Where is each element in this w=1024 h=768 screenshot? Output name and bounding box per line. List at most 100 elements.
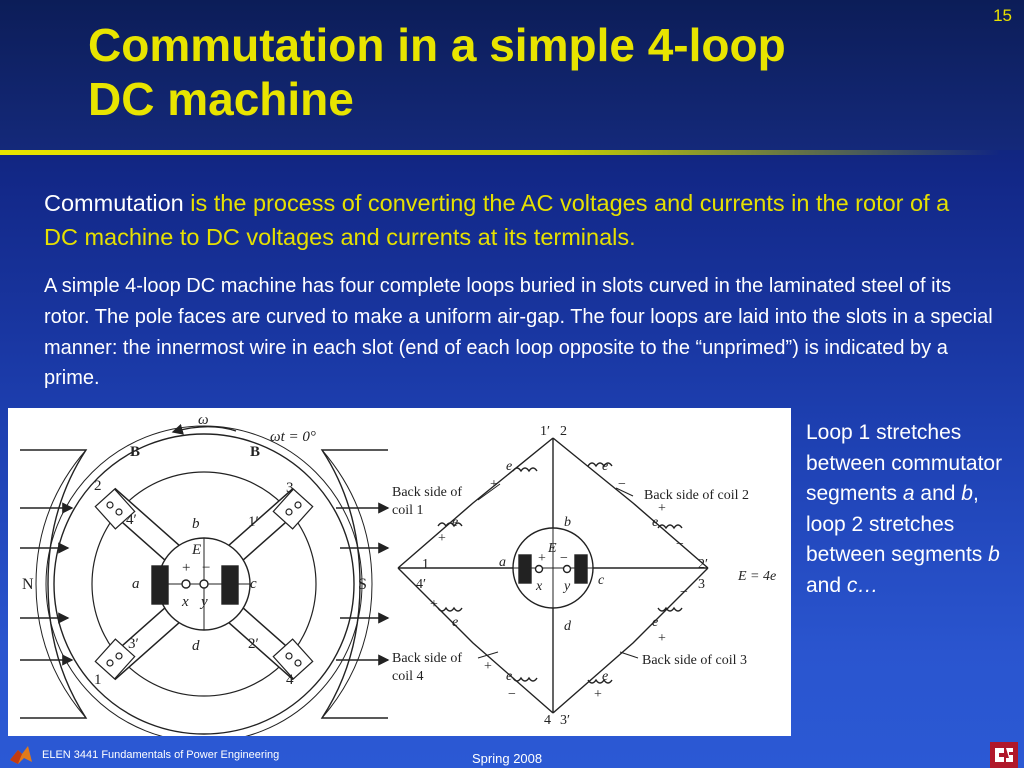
c-plus-5: + — [430, 597, 438, 612]
coil-wind-8 — [587, 678, 613, 684]
coil-wind-3 — [657, 524, 683, 530]
stator-outer-ring — [45, 425, 363, 736]
label-seg-a: a — [132, 576, 140, 592]
c-label-y: y — [562, 579, 571, 594]
label-x: x — [181, 594, 189, 610]
rotation-arrow — [171, 423, 237, 435]
header-band — [0, 0, 1024, 150]
terminal-x — [181, 579, 191, 589]
c-e-8: e — [602, 669, 608, 684]
c-plus-4: + — [658, 501, 666, 516]
circuit-brush-right — [574, 554, 588, 584]
matlab-logo-icon — [10, 746, 32, 764]
c-label-coil2: Back side of coil 2 — [644, 488, 749, 503]
label-B-right: B — [250, 444, 260, 460]
coil-wind-6 — [437, 606, 463, 612]
coil-wind-4 — [437, 522, 463, 528]
c-plus-6: + — [658, 631, 666, 646]
c-label-E-eq: E = 4e — [737, 569, 776, 584]
c-label-right-2p: 2′ — [698, 557, 708, 572]
c-e-2: e — [602, 459, 608, 474]
definition-paragraph: Commutation is the process of converting… — [44, 186, 984, 254]
footer: ELEN 3441 Fundamentals of Power Engineer… — [0, 740, 1024, 768]
coil-wind-1 — [512, 467, 538, 473]
c-label-minus-center: − — [560, 551, 568, 566]
label-slot-1p: 1′ — [248, 514, 259, 530]
c-label-coil1-l2: coil 1 — [392, 503, 424, 518]
terminal-y — [199, 579, 209, 589]
c-plus-1: + — [490, 477, 498, 492]
pole-face-left — [20, 449, 88, 719]
c-label-coil3: Back side of coil 3 — [642, 653, 747, 668]
c-label-coil1-l1: Back side of — [392, 485, 462, 500]
c-label-left-4p: 4′ — [416, 577, 426, 592]
c-minus-4: − — [676, 537, 684, 552]
label-slot-1: 1 — [94, 672, 102, 688]
c-plus-7: + — [484, 659, 492, 674]
label-y: y — [199, 594, 208, 610]
c-label-seg-a: a — [499, 555, 506, 570]
title-underline — [0, 150, 1000, 155]
circuit-brush-left — [518, 554, 532, 584]
side-note-b: b — [961, 482, 973, 506]
title-line-2: DC machine — [88, 73, 354, 125]
footer-date: Spring 2008 — [472, 751, 543, 766]
coil-wind-5 — [657, 606, 683, 612]
university-logo-icon — [990, 742, 1018, 768]
c-label-E: E — [547, 541, 557, 556]
label-seg-b: b — [192, 516, 200, 532]
label-slot-4p: 4′ — [126, 512, 137, 528]
slide-title: Commutation in a simple 4-loop DC machin… — [88, 18, 786, 126]
label-minus: − — [202, 560, 210, 576]
label-slot-3p: 3′ — [128, 636, 139, 652]
coil-wind-7 — [512, 676, 538, 682]
side-note-t2: and — [914, 482, 962, 506]
flux-arrows-left — [20, 502, 74, 666]
brush-right — [221, 565, 239, 605]
c-e-1: e — [506, 459, 512, 474]
side-note-t3: , loop 2 stretches between segments — [806, 482, 989, 567]
side-note-a: a — [902, 482, 915, 506]
c-label-seg-d: d — [564, 619, 572, 634]
side-note-c: c… — [846, 573, 879, 597]
side-note: Loop 1 stretches between commutator segm… — [806, 418, 1006, 602]
c-minus-6: − — [680, 585, 688, 600]
label-seg-d: d — [192, 638, 200, 654]
machine-labels: ω ωt = 0° B B N S E + − a b c d x y 2 4′… — [22, 412, 367, 688]
stator-ring — [53, 433, 355, 735]
side-note-t4: and — [806, 573, 847, 597]
rotor-arms-fill — [101, 488, 307, 680]
title-line-1: Commutation in a simple 4-loop — [88, 19, 786, 71]
pole-face-right — [320, 449, 388, 719]
c-plus-8: + — [594, 687, 602, 702]
brush-left — [151, 565, 169, 605]
c-e-3: e — [452, 515, 458, 530]
c-label-plus-center: + — [538, 551, 546, 566]
c-e-7: e — [506, 669, 512, 684]
label-N: N — [22, 576, 34, 593]
machine-and-circuit-figure: ω ωt = 0° B B N S E + − a b c d x y 2 4′… — [20, 412, 776, 736]
c-label-coil4-l1: Back side of — [392, 651, 462, 666]
c-label-left-1: 1 — [422, 557, 429, 572]
slots — [94, 488, 314, 680]
label-E: E — [191, 542, 201, 558]
c-label-bottom-4: 4 — [544, 713, 551, 728]
c-label-top-2: 2 — [560, 424, 567, 439]
c-e-6: e — [652, 615, 658, 630]
c-minus-7: − — [508, 687, 516, 702]
label-S: S — [358, 576, 367, 593]
rotor-circle — [91, 471, 317, 697]
label-omega: ω — [198, 412, 209, 428]
label-plus: + — [182, 560, 190, 576]
footer-course: ELEN 3441 Fundamentals of Power Engineer… — [42, 749, 280, 761]
c-minus-2: − — [618, 477, 626, 492]
c-label-top-1p: 1′ — [540, 424, 550, 439]
label-B-left: B — [130, 444, 140, 460]
side-note-t1: Loop 1 stretches between commutator segm… — [806, 421, 1003, 506]
defined-term: Commutation — [44, 190, 184, 216]
c-e-5: e — [452, 615, 458, 630]
description-paragraph: A simple 4-loop DC machine has four comp… — [44, 275, 993, 390]
label-slot-2: 2 — [94, 478, 102, 494]
circuit-diagram — [397, 437, 709, 714]
c-label-seg-c: c — [598, 573, 605, 588]
